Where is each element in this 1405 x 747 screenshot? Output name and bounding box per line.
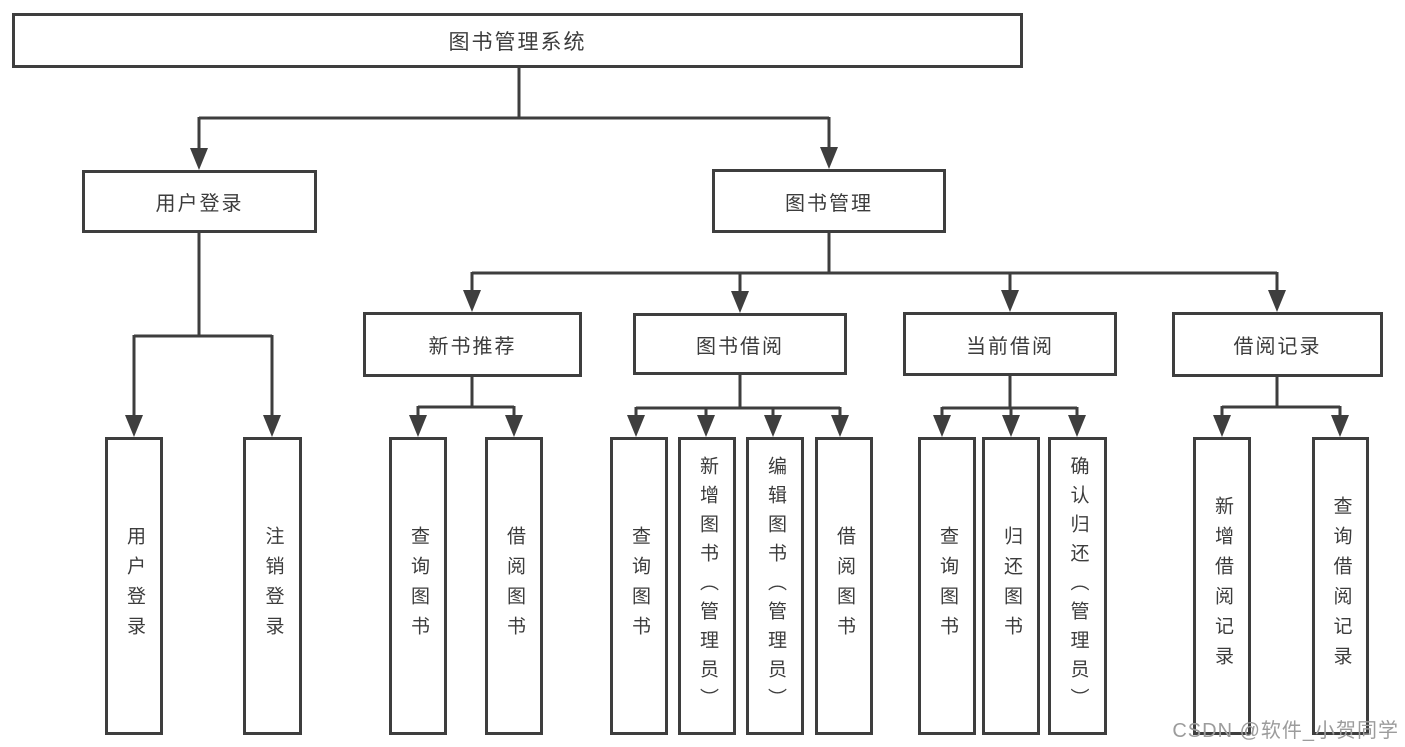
- leaf-borrow-books-borrowing: 借阅图书: [815, 437, 873, 735]
- leaf-query-books-recommend: 查询图书: [389, 437, 447, 735]
- leaf-return-books: 归还图书: [982, 437, 1040, 735]
- leaf-query-books-current: 查询图书: [918, 437, 976, 735]
- node-new-book-recommend: 新书推荐: [363, 312, 582, 377]
- leaf-add-borrow-record: 新增借阅记录: [1193, 437, 1251, 735]
- node-borrowing-records: 借阅记录: [1172, 312, 1383, 377]
- leaf-query-borrow-record: 查询借阅记录: [1312, 437, 1369, 735]
- csdn-watermark: CSDN @软件_小贺同学: [1172, 720, 1399, 742]
- node-current-borrowing: 当前借阅: [903, 312, 1117, 376]
- leaf-confirm-return-admin: 确认归还（管理员）: [1048, 437, 1107, 735]
- leaf-edit-books-admin: 编辑图书（管理员）: [746, 437, 804, 735]
- node-root-library-system: 图书管理系统: [12, 13, 1023, 68]
- leaf-logout: 注销登录: [243, 437, 302, 735]
- leaf-borrow-books-recommend: 借阅图书: [485, 437, 543, 735]
- leaf-add-books-admin: 新增图书（管理员）: [678, 437, 736, 735]
- node-book-borrowing: 图书借阅: [633, 313, 847, 375]
- leaf-query-books-borrowing: 查询图书: [610, 437, 668, 735]
- node-user-login: 用户登录: [82, 170, 317, 233]
- node-book-management: 图书管理: [712, 169, 946, 233]
- leaf-user-login: 用户登录: [105, 437, 163, 735]
